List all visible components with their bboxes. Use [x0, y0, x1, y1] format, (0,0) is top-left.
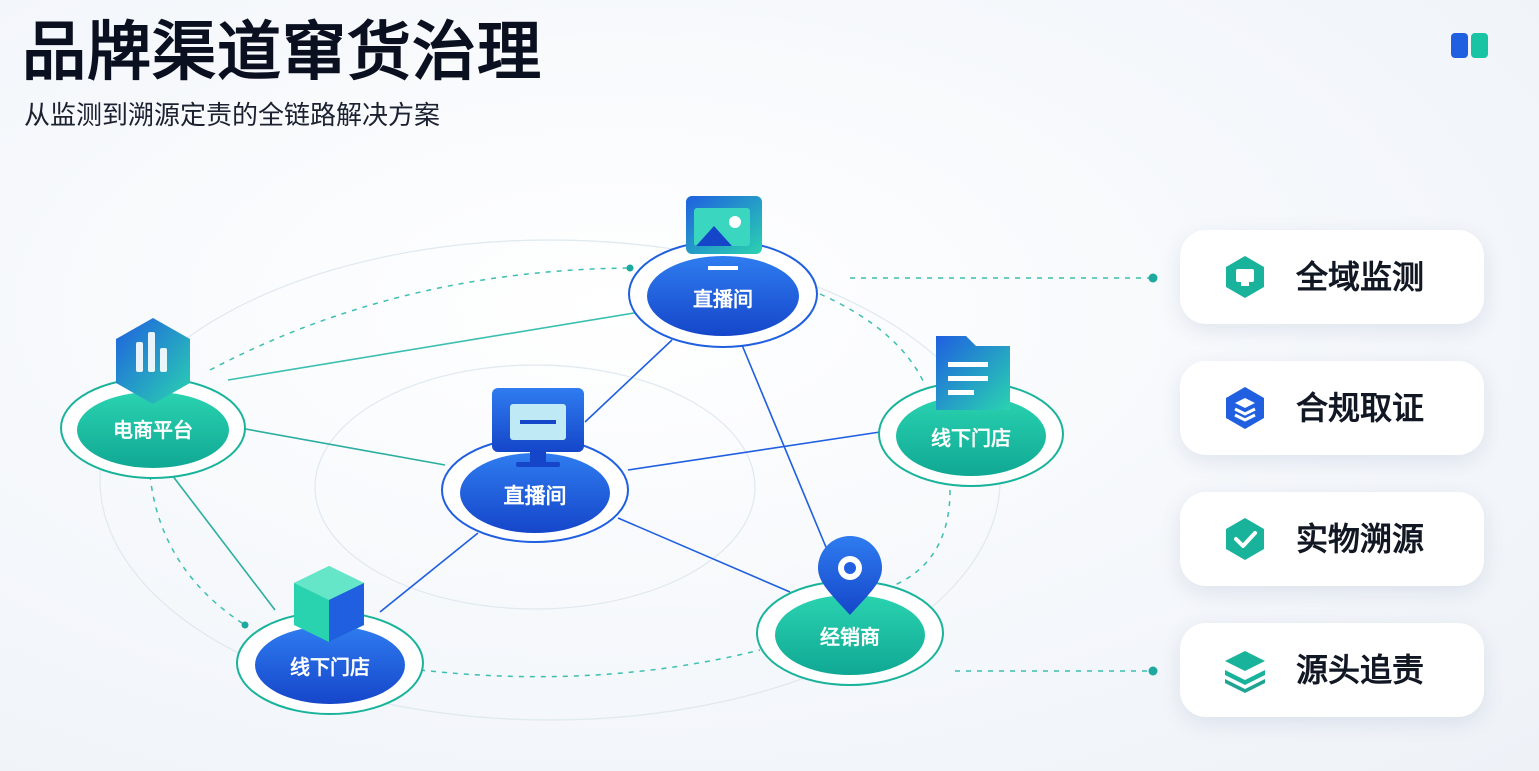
feature-label: 合规取证: [1296, 389, 1425, 427]
feature-card-evidence[interactable]: 合规取证: [1180, 361, 1484, 455]
feature-label: 源头追责: [1296, 651, 1425, 689]
feature-card-monitoring[interactable]: 全域监测: [1180, 230, 1484, 324]
node-distributor-label: 经销商: [820, 625, 880, 649]
check-shield-icon: [1226, 518, 1264, 560]
feature-card-trace[interactable]: 实物溯源: [1180, 492, 1484, 586]
network-links: [171, 311, 881, 613]
page-subtitle: 从监测到溯源定责的全链路解决方案: [24, 101, 441, 131]
chart-hexagon-icon: [116, 318, 190, 404]
node-live-center[interactable]: 直播间: [440, 388, 630, 544]
node-store-left[interactable]: 线下门店: [235, 566, 425, 716]
node-store-right-label: 线下门店: [931, 426, 1011, 450]
node-store-left-label: 线下门店: [290, 655, 370, 679]
feature-label: 实物溯源: [1296, 520, 1425, 558]
node-live-top[interactable]: 直播间: [628, 196, 818, 348]
node-distributor[interactable]: 经销商: [756, 536, 944, 686]
feature-label: 全域监测: [1296, 258, 1425, 296]
node-ecommerce-label: 电商平台: [113, 418, 193, 442]
monitor-shield-icon: [1226, 256, 1264, 298]
node-live-top-label: 直播间: [693, 287, 753, 311]
dashed-ring: [149, 264, 1158, 678]
image-monitor-icon: [686, 196, 762, 270]
node-live-center-label: 直播间: [504, 484, 567, 508]
feature-card-accountability[interactable]: 源头追责: [1180, 623, 1484, 717]
location-pin-icon: [818, 536, 882, 615]
node-store-right[interactable]: 线下门店: [878, 336, 1064, 487]
node-ecommerce[interactable]: 电商平台: [60, 318, 246, 479]
page-title: 品牌渠道窜货治理: [22, 16, 542, 90]
brand-logo: [1451, 33, 1489, 58]
cube-icon: [294, 566, 364, 642]
stack-layers-icon: [1225, 651, 1265, 693]
browser-monitor-icon: [492, 388, 584, 467]
document-folder-icon: [936, 336, 1010, 410]
evidence-layers-icon: [1226, 387, 1264, 429]
